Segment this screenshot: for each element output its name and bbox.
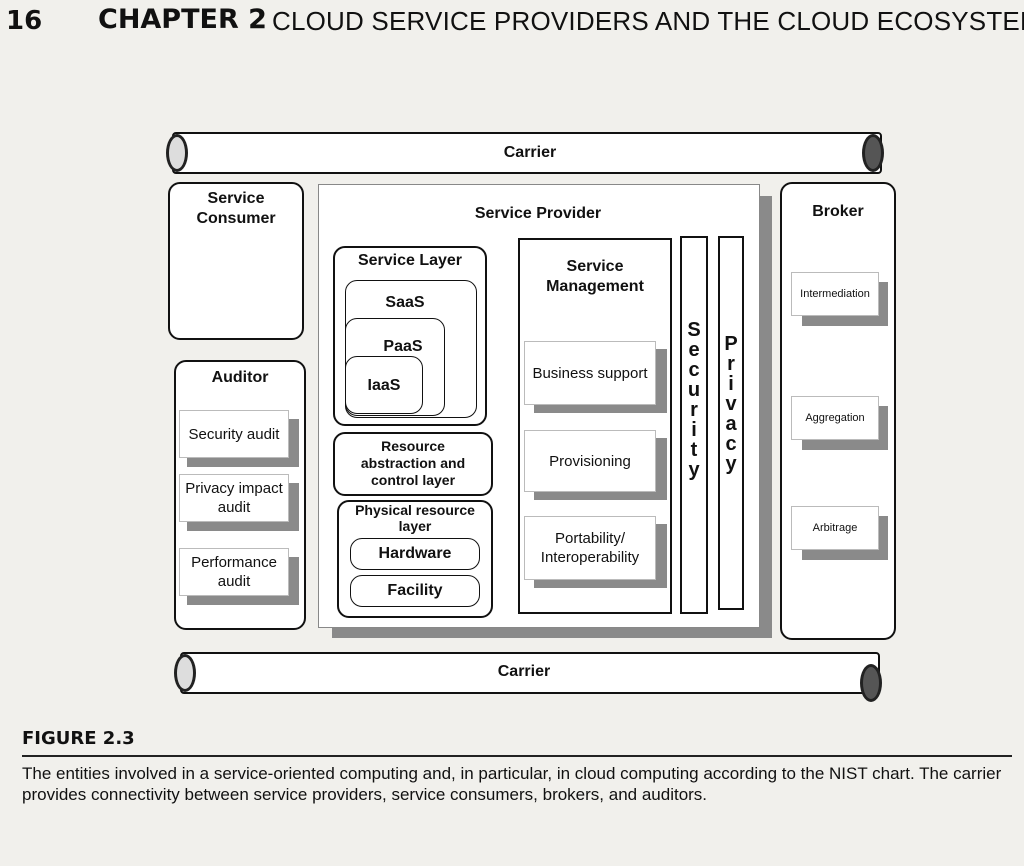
business-support: Business support <box>524 341 656 405</box>
hardware-label: Hardware <box>378 545 452 562</box>
paas-label: PaaS <box>383 338 423 355</box>
resource-abstraction-box <box>333 432 493 496</box>
nist-diagram: Carrier Service Consumer Auditor Securit… <box>166 132 896 702</box>
service-layer-title: Service Layer <box>357 252 463 269</box>
iaas-label: IaaS <box>367 377 401 394</box>
facility-box <box>350 575 480 607</box>
hardware-box <box>350 538 480 570</box>
carrier-bottom-pipe <box>180 652 880 694</box>
aggregation: Aggregation <box>791 396 879 440</box>
figure-caption: The entities involved in a service-orien… <box>22 764 1002 804</box>
figure-label: FIGURE 2.3 <box>22 728 135 749</box>
provisioning: Provisioning <box>524 430 656 492</box>
carrier-top-label: Carrier <box>503 144 557 161</box>
carrier-top-left-cap-icon <box>166 134 188 172</box>
carrier-bottom-left-cap-icon <box>174 654 196 692</box>
chapter-title: CLOUD SERVICE PROVIDERS AND THE CLOUD EC… <box>272 6 1024 36</box>
privacy-impact-audit: Privacy impact audit <box>179 474 289 522</box>
saas-label: SaaS <box>385 294 425 311</box>
service-provider-title: Service Provider <box>474 205 602 222</box>
security-audit: Security audit <box>179 410 289 458</box>
broker-title: Broker <box>812 203 864 220</box>
carrier-bottom-label: Carrier <box>497 663 551 680</box>
arbitrage: Arbitrage <box>791 506 879 550</box>
auditor-title: Auditor <box>211 369 269 386</box>
service-consumer-box <box>168 182 304 340</box>
caption-rule <box>22 755 1012 757</box>
intermediation: Intermediation <box>791 272 879 316</box>
service-consumer-label: Service Consumer <box>196 190 276 227</box>
service-management-title: Service Management <box>546 258 644 295</box>
page-number: 16 <box>6 6 43 36</box>
carrier-bottom-right-cap-icon <box>860 664 882 702</box>
performance-audit: Performance audit <box>179 548 289 596</box>
privacy-box <box>718 236 744 610</box>
portability-interoperability: Portability/ Interoperability <box>524 516 656 580</box>
physical-layer-title: Physical resource layer <box>355 502 475 534</box>
facility-label: Facility <box>387 582 443 599</box>
iaas-box <box>345 356 423 414</box>
resource-abstraction-label: Resource abstraction and control layer <box>360 438 466 488</box>
carrier-top-right-cap-icon <box>862 134 884 172</box>
security-box <box>680 236 708 614</box>
chapter-label: CHAPTER 2 <box>98 4 267 35</box>
